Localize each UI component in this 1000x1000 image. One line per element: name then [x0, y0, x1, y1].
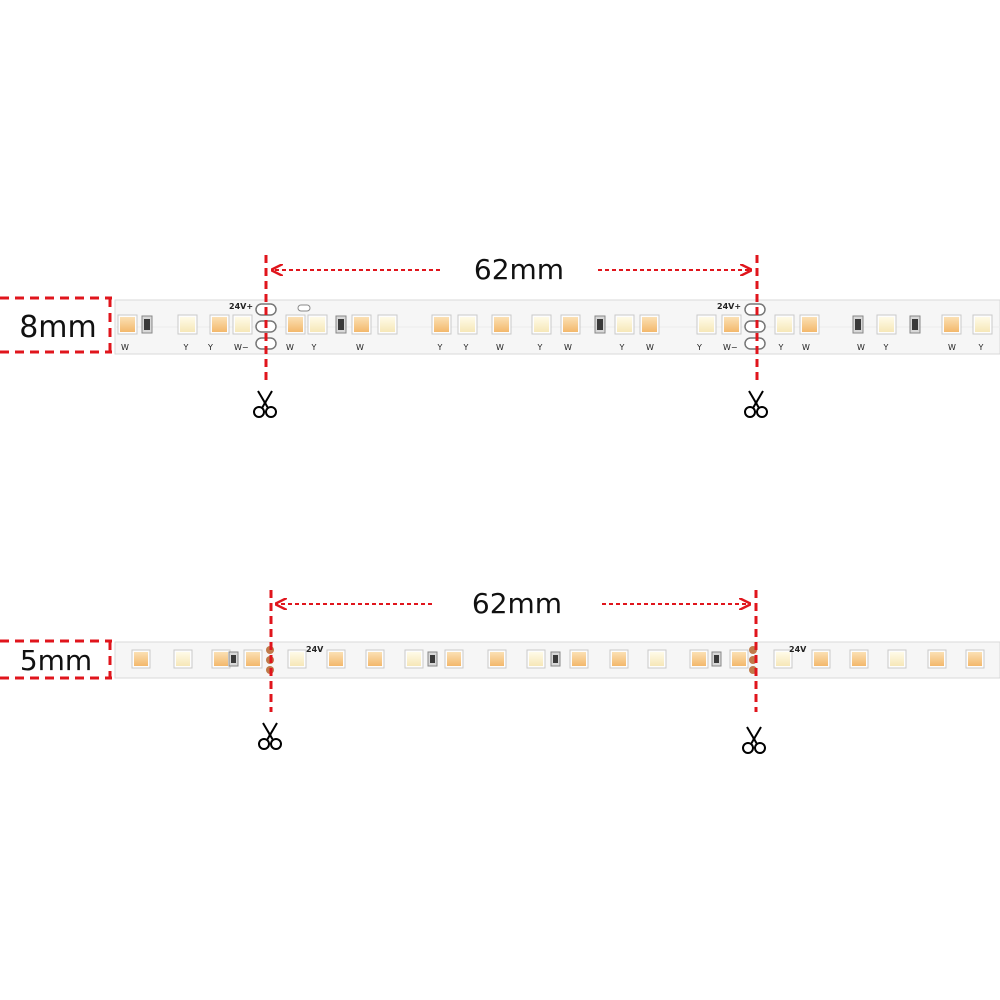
led-chip — [117, 314, 138, 335]
scissors-icon — [744, 390, 768, 418]
led-chip — [696, 314, 717, 335]
resistor — [141, 315, 153, 334]
led-chip — [965, 649, 985, 669]
led-chip — [326, 649, 346, 669]
led-chip — [799, 314, 820, 335]
neg-label-left: W− — [234, 343, 249, 352]
led-mark-label: Y — [183, 343, 189, 352]
led-chip — [972, 314, 993, 335]
resistor — [852, 315, 864, 334]
led-chip — [177, 314, 198, 335]
led-mark-label: W — [496, 343, 504, 352]
led-chip — [849, 649, 869, 669]
led-chip — [876, 314, 897, 335]
led-chip — [491, 314, 512, 335]
led-chip — [487, 649, 507, 669]
led-chip — [729, 649, 749, 669]
led-mark-label: Y — [463, 343, 469, 352]
voltage-label-left: 24V+ — [229, 302, 253, 311]
led-chip — [431, 314, 452, 335]
led-chip — [287, 649, 307, 669]
led-mark-label: W — [121, 343, 129, 352]
led-chip — [457, 314, 478, 335]
led-chip — [307, 314, 328, 335]
small-pad — [297, 304, 311, 312]
neg-label-right: W− — [723, 343, 738, 352]
led-mark-label: Y — [437, 343, 443, 352]
resistor — [711, 651, 722, 667]
led-mark-label: W — [356, 343, 364, 352]
led-mark-label: W — [286, 343, 294, 352]
led-chip — [131, 649, 151, 669]
led-chip — [811, 649, 831, 669]
led-mark-label: W — [646, 343, 654, 352]
led-chip — [941, 314, 962, 335]
segment-length-label: 62mm — [472, 587, 562, 620]
segment-length-label: 62mm — [474, 253, 564, 286]
led-mark-label: Y — [537, 343, 543, 352]
led-mark-label: W — [564, 343, 572, 352]
led-chip — [560, 314, 581, 335]
led-chip — [647, 649, 667, 669]
led-chip — [377, 314, 398, 335]
strip-5mm-group: 5mm 24V 24V 62mm — [0, 587, 1000, 754]
led-chip — [639, 314, 660, 335]
led-chip — [209, 314, 230, 335]
scissors-icon — [253, 390, 277, 418]
led-mark-label: Y — [619, 343, 625, 352]
strip-8mm-group: 8mm 24V+ 24V+ W− W− Y Y W Y W Y W Y Y W Y W Y W Y W W Y… — [0, 253, 1000, 418]
resistor — [335, 315, 347, 334]
led-chip — [773, 649, 793, 669]
voltage-label-right: 24V — [789, 645, 807, 654]
voltage-label-right: 24V+ — [717, 302, 741, 311]
strip-width-label: 5mm — [20, 644, 92, 677]
led-mark-label: Y — [311, 343, 317, 352]
led-chip — [721, 314, 742, 335]
led-chip — [927, 649, 947, 669]
resistor — [594, 315, 606, 334]
led-chip — [351, 314, 372, 335]
led-chip — [569, 649, 589, 669]
led-chip — [774, 314, 795, 335]
led-mark-label: Y — [778, 343, 784, 352]
resistor — [228, 651, 239, 667]
led-chip — [689, 649, 709, 669]
led-chip — [173, 649, 193, 669]
led-chip — [232, 314, 253, 335]
led-chip — [531, 314, 552, 335]
resistor — [909, 315, 921, 334]
solder-pads-right — [744, 303, 766, 350]
led-mark-label: W — [948, 343, 956, 352]
led-chip — [887, 649, 907, 669]
mid-label-right: Y — [696, 343, 702, 352]
led-chip — [609, 649, 629, 669]
led-mark-label: W — [857, 343, 865, 352]
led-chip — [285, 314, 306, 335]
resistor — [427, 651, 438, 667]
led-chip — [211, 649, 231, 669]
led-chip — [526, 649, 546, 669]
strip-width-label: 8mm — [19, 310, 97, 345]
led-chip — [243, 649, 263, 669]
scissors-icon — [742, 726, 766, 754]
led-chip — [444, 649, 464, 669]
led-mark-label: Y — [883, 343, 889, 352]
led-chip — [365, 649, 385, 669]
mid-label-left: Y — [207, 343, 213, 352]
led-chip — [614, 314, 635, 335]
led-mark-label: W — [802, 343, 810, 352]
led-chip — [404, 649, 424, 669]
led-mark-label: Y — [978, 343, 984, 352]
voltage-label-left: 24V — [306, 645, 324, 654]
led-row-5mm — [131, 649, 985, 669]
scissors-icon — [258, 722, 282, 750]
led-row-8mm — [117, 314, 993, 335]
resistor — [550, 651, 561, 667]
